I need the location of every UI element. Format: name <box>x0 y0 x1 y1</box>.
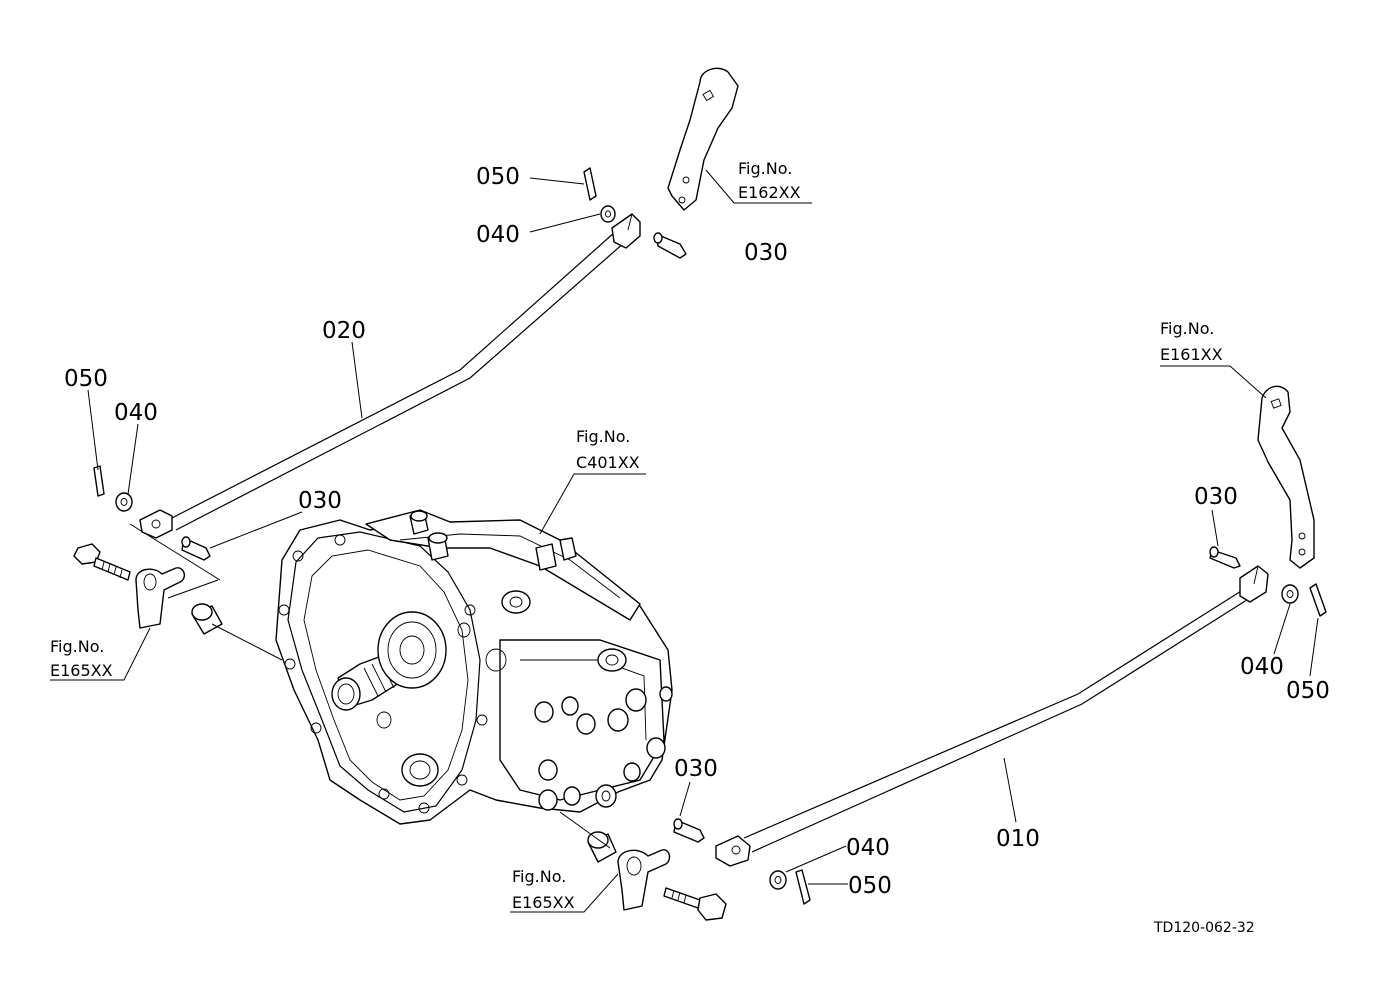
label-020: 020 <box>322 318 366 344</box>
lever-arm-right <box>1257 385 1315 569</box>
label-040-right: 040 <box>1240 654 1284 680</box>
fig-ref-e162xx-line2: E162XX <box>738 183 801 202</box>
cotter-pin-left <box>93 465 105 497</box>
pin-left <box>181 536 211 561</box>
lever-arm-top <box>667 67 739 211</box>
label-040-top: 040 <box>476 222 520 248</box>
rod-010 <box>715 565 1269 867</box>
fig-ref-c401xx: Fig.No. C401XX <box>576 427 640 472</box>
fig-ref-e162xx: Fig.No. E162XX <box>738 159 801 202</box>
bracket-left <box>135 567 186 629</box>
fig-ref-e161xx: Fig.No. E161XX <box>1160 319 1223 364</box>
fig-ref-e161xx-line2: E161XX <box>1160 345 1223 364</box>
fig-ref-e165xx-bottom: Fig.No. E165XX <box>512 867 575 912</box>
fig-ref-e165xx-left: Fig.No. E165XX <box>50 637 113 680</box>
bolt-bottom <box>663 887 727 921</box>
washer-left <box>115 492 133 512</box>
leader-lines <box>50 169 1319 913</box>
label-030-bottom: 030 <box>674 756 718 782</box>
washer-bottom <box>769 870 787 890</box>
transmission-housing <box>275 509 673 825</box>
cotter-pin-top <box>583 167 597 201</box>
label-050-top: 050 <box>476 164 520 190</box>
fig-ref-e165xx-left-line1: Fig.No. <box>50 637 104 656</box>
label-010: 010 <box>996 826 1040 852</box>
pin-top <box>653 232 687 259</box>
fig-ref-c401xx-line1: Fig.No. <box>576 427 630 446</box>
fig-ref-e165xx-bottom-line2: E165XX <box>512 893 575 912</box>
drawing-id: TD120-062-32 <box>1153 920 1255 936</box>
fig-ref-e165xx-bottom-line1: Fig.No. <box>512 867 566 886</box>
fig-ref-e162xx-line1: Fig.No. <box>738 159 792 178</box>
label-030-top: 030 <box>744 240 788 266</box>
label-040-bottom: 040 <box>846 835 890 861</box>
washer-right <box>1281 584 1299 604</box>
cotter-pin-bottom <box>795 869 811 905</box>
assembly-lines <box>129 523 611 849</box>
fig-ref-c401xx-line2: C401XX <box>576 453 640 472</box>
bracket-bottom <box>617 849 671 911</box>
fig-ref-e161xx-line1: Fig.No. <box>1160 319 1214 338</box>
bolt-left <box>73 543 131 581</box>
pin-right <box>1209 546 1241 569</box>
cotter-pin-right <box>1309 583 1327 617</box>
pin-bottom <box>673 818 705 843</box>
label-050-right: 050 <box>1286 678 1330 704</box>
label-050-left: 050 <box>64 366 108 392</box>
label-040-left: 040 <box>114 400 158 426</box>
label-030-right: 030 <box>1194 484 1238 510</box>
bushing-bottom <box>587 831 617 863</box>
label-030-left: 030 <box>298 488 342 514</box>
washer-top <box>600 205 616 223</box>
fig-ref-e165xx-left-line2: E165XX <box>50 661 113 680</box>
label-050-bottom: 050 <box>848 873 892 899</box>
bushing-left <box>191 603 223 635</box>
